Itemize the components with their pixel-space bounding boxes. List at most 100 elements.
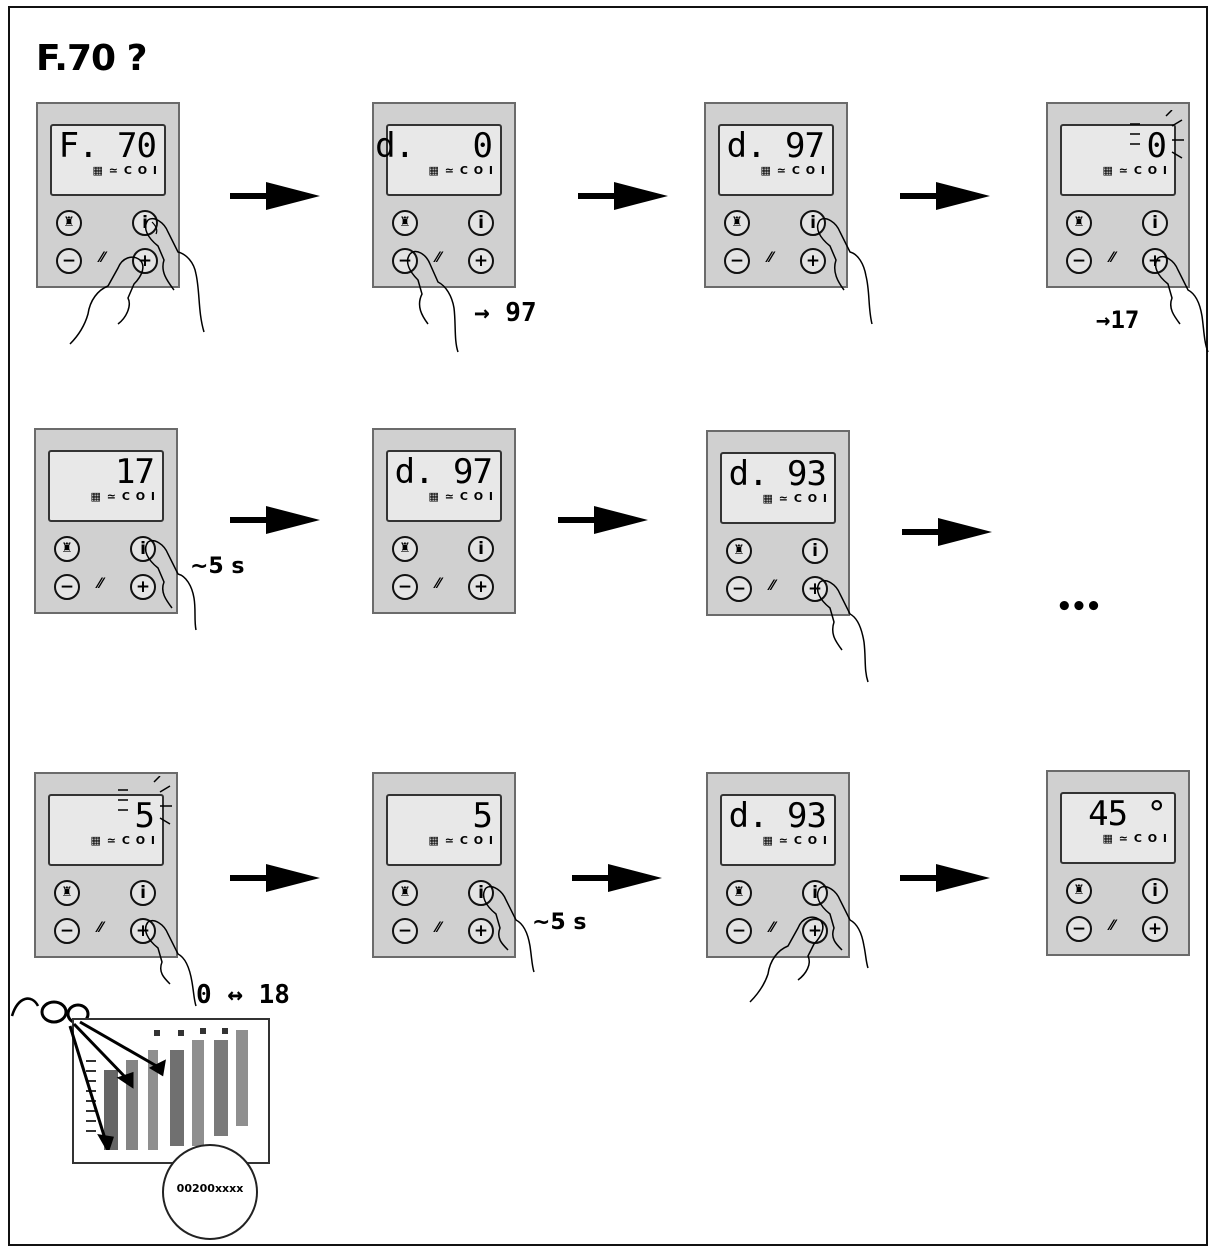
step-arrow-icon [900, 182, 990, 210]
status-icons: ▦ ≃ C O I [92, 164, 158, 177]
minus-button[interactable]: − [56, 248, 82, 274]
info-button[interactable]: i [132, 210, 158, 236]
plus-button[interactable]: + [1142, 248, 1168, 274]
reset-button[interactable]: ♜ [724, 210, 750, 236]
lcd-digits: d. 97 [726, 126, 825, 166]
control-panel-9: 5 ▦ ≃ C O I ♜ i − ⁄⁄ + [372, 772, 516, 958]
reset-icon: ♜ [399, 541, 411, 556]
plus-button[interactable]: + [468, 574, 494, 600]
lcd-screen: 0 ▦ ≃ C O I [1060, 124, 1176, 196]
plus-button[interactable]: + [130, 918, 156, 944]
hand-pointer-icon [144, 218, 205, 333]
range-label: 0 ↔ 18 [196, 980, 290, 1010]
lcd-digits: d. 0 [375, 126, 493, 166]
reset-icon: ♜ [733, 885, 745, 900]
reset-button[interactable]: ♜ [726, 880, 752, 906]
status-icons: ▦ ≃ C O I [760, 164, 826, 177]
lcd-digits: F. 70 [58, 126, 157, 166]
minus-button[interactable]: − [1066, 916, 1092, 942]
reset-button[interactable]: ♜ [54, 536, 80, 562]
lcd-screen: d. 93 ▦ ≃ C O I [720, 794, 836, 866]
info-button[interactable]: i [800, 210, 826, 236]
info-button[interactable]: i [802, 880, 828, 906]
status-icons: ▦ ≃ C O I [428, 834, 494, 847]
range-label: → 97 [474, 298, 537, 328]
reset-icon: ♜ [1073, 883, 1085, 898]
status-icons: ▦ ≃ C O I [1102, 164, 1168, 177]
reset-icon: ♜ [733, 543, 745, 558]
minus-button[interactable]: − [726, 576, 752, 602]
lcd-screen: 5 ▦ ≃ C O I [48, 794, 164, 866]
info-button[interactable]: i [1142, 878, 1168, 904]
reset-button[interactable]: ♜ [54, 880, 80, 906]
info-button[interactable]: i [468, 880, 494, 906]
reset-button[interactable]: ♜ [726, 538, 752, 564]
plus-button[interactable]: + [130, 574, 156, 600]
info-button[interactable]: i [130, 880, 156, 906]
step-arrow-icon [902, 518, 992, 546]
hold-duration-label: ~5 s [532, 910, 587, 935]
status-icons: ▦ ≃ C O I [428, 164, 494, 177]
step-arrow-icon [558, 506, 648, 534]
hand-pointer-icon [816, 218, 873, 325]
hand-pointer-icon [1154, 256, 1209, 353]
spark-icon: ⁄⁄ [768, 250, 773, 266]
status-icons: ▦ ≃ C O I [90, 834, 156, 847]
plus-button[interactable]: + [468, 248, 494, 274]
plus-button[interactable]: + [800, 248, 826, 274]
reset-button[interactable]: ♜ [392, 210, 418, 236]
info-button[interactable]: i [1142, 210, 1168, 236]
lcd-screen: d. 97 ▦ ≃ C O I [718, 124, 834, 196]
reset-button[interactable]: ♜ [392, 880, 418, 906]
reset-icon: ♜ [61, 885, 73, 900]
reset-button[interactable]: ♜ [392, 536, 418, 562]
pointing-arrows-icon [68, 1020, 166, 1150]
lcd-digits: 5 [472, 796, 494, 836]
spark-icon: ⁄⁄ [100, 250, 105, 266]
control-panel-3: d. 97 ▦ ≃ C O I ♜ i − ⁄⁄ + [704, 102, 848, 288]
reset-button[interactable]: ♜ [1066, 210, 1092, 236]
spark-icon: ⁄⁄ [98, 920, 103, 936]
info-button[interactable]: i [468, 210, 494, 236]
step-arrow-icon [230, 182, 320, 210]
plus-button[interactable]: + [802, 918, 828, 944]
minus-button[interactable]: − [54, 918, 80, 944]
control-panel-5: 17 ▦ ≃ C O I ♜ i − ⁄⁄ + [34, 428, 178, 614]
reset-icon: ♜ [1073, 215, 1085, 230]
plus-button[interactable]: + [132, 248, 158, 274]
range-label: →17 [1096, 306, 1140, 334]
minus-button[interactable]: − [724, 248, 750, 274]
hand-pointer-icon [144, 540, 197, 631]
step-arrow-icon [230, 864, 320, 892]
reset-icon: ♜ [731, 215, 743, 230]
lcd-screen: 45 ° ▦ ≃ C O I [1060, 792, 1176, 864]
lcd-screen: d. 97 ▦ ≃ C O I [386, 450, 502, 522]
spark-icon: ⁄⁄ [1110, 250, 1115, 266]
minus-button[interactable]: − [392, 574, 418, 600]
reset-button[interactable]: ♜ [1066, 878, 1092, 904]
lcd-digits: d. 93 [728, 454, 827, 494]
lcd-screen: d. 0 ▦ ≃ C O I [375, 124, 502, 196]
minus-button[interactable]: − [726, 918, 752, 944]
minus-button[interactable]: − [54, 574, 80, 600]
minus-button[interactable]: − [392, 918, 418, 944]
hold-duration-label: ~5 s [190, 554, 245, 579]
info-button[interactable]: i [468, 536, 494, 562]
lcd-digits: d. 97 [394, 452, 493, 492]
spark-icon: ⁄⁄ [436, 250, 441, 266]
minus-button[interactable]: − [1066, 248, 1092, 274]
lcd-screen: d. 93 ▦ ≃ C O I [720, 452, 836, 524]
reset-icon: ♜ [399, 885, 411, 900]
control-panel-7: d. 93 ▦ ≃ C O I ♜ i − ⁄⁄ + [706, 430, 850, 616]
plus-button[interactable]: + [468, 918, 494, 944]
status-icons: ▦ ≃ C O I [762, 492, 828, 505]
control-panel-4: 0 ▦ ≃ C O I ♜ i − ⁄⁄ + [1046, 102, 1190, 288]
table-lines-icon [86, 1028, 248, 1150]
control-panel-8: 5 ▦ ≃ C O I ♜ i − ⁄⁄ + [34, 772, 178, 958]
status-icons: ▦ ≃ C O I [90, 490, 156, 503]
lcd-digits: 5 [134, 796, 156, 836]
plus-button[interactable]: + [1142, 916, 1168, 942]
reset-button[interactable]: ♜ [56, 210, 82, 236]
info-button[interactable]: i [802, 538, 828, 564]
article-number-text: 00200xxxx [176, 1182, 244, 1195]
